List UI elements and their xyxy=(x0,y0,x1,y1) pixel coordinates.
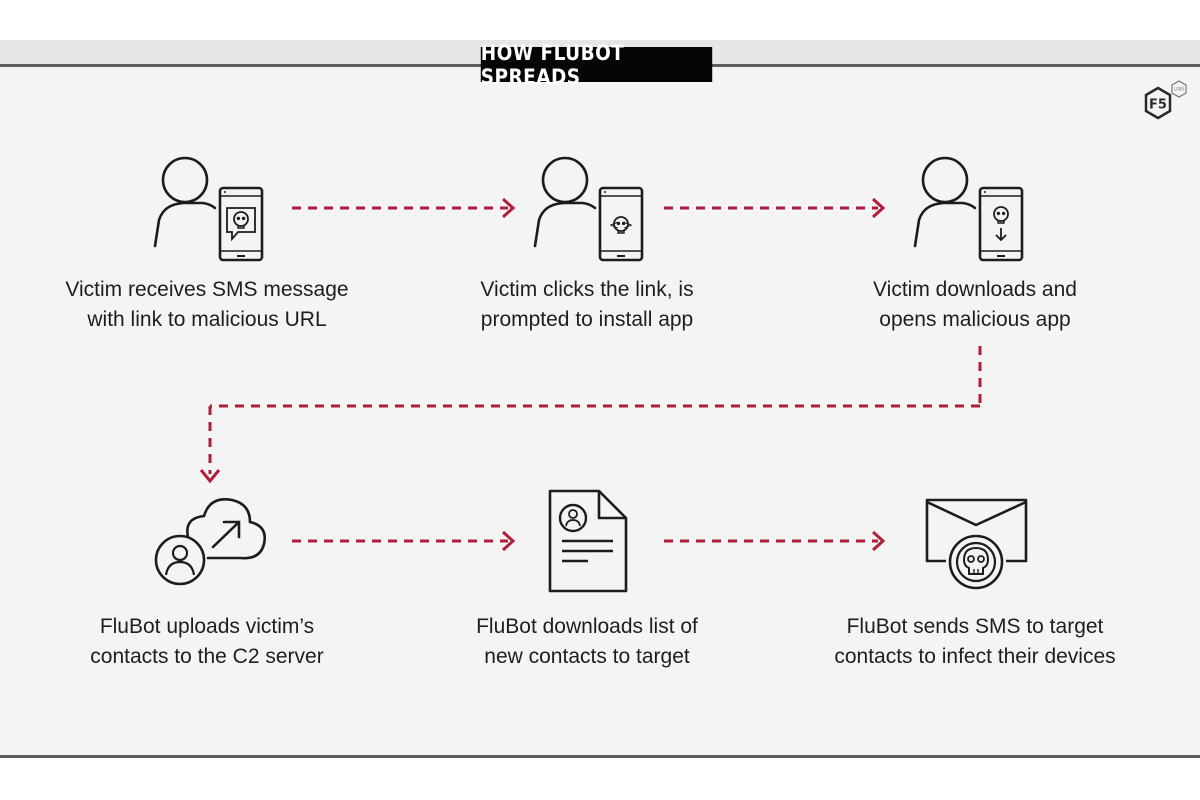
step-5-icon xyxy=(548,489,628,593)
arrowhead-down-icon xyxy=(199,469,221,484)
download-arrow-icon xyxy=(995,228,1007,242)
caption-line: new contacts to target xyxy=(484,645,690,668)
connector-2-to-3 xyxy=(664,197,886,219)
step-3-caption: Victim downloads and opens malicious app xyxy=(795,275,1155,335)
logo-hexagon xyxy=(1144,86,1172,120)
caption-line: prompted to install app xyxy=(480,308,694,331)
sms-bubble-icon xyxy=(226,207,256,242)
step-3-icon xyxy=(913,156,1024,262)
logo-small-hexagon xyxy=(1171,80,1187,98)
arrowhead-right-icon xyxy=(501,530,516,552)
envelope-icon xyxy=(925,498,1028,563)
contact-avatar-icon xyxy=(558,503,588,533)
step-1-icon xyxy=(153,156,264,262)
step-4-icon xyxy=(154,498,266,586)
step-2-icon: < > xyxy=(533,156,644,262)
caption-line: Victim receives SMS message xyxy=(65,278,349,301)
step-5-caption: FluBot downloads list of new contacts to… xyxy=(407,612,767,672)
step-4-caption: FluBot uploads victim’s contacts to the … xyxy=(27,612,387,672)
arrowhead-right-icon xyxy=(871,197,886,219)
cloud-icon xyxy=(186,498,266,560)
connector-3-to-4 xyxy=(199,346,982,484)
arrowhead-right-icon xyxy=(501,197,516,219)
caption-line: Victim downloads and xyxy=(873,278,1077,301)
caption-line: opens malicious app xyxy=(879,308,1071,331)
upload-arrow-icon xyxy=(211,520,241,549)
logo-text: F5 xyxy=(1149,98,1167,113)
caption-line: with link to malicious URL xyxy=(87,308,327,331)
step-2-caption: Victim clicks the link, is prompted to i… xyxy=(407,275,767,335)
caption-line: FluBot uploads victim’s xyxy=(99,615,315,638)
step-6-icon xyxy=(925,498,1028,590)
caption-line: FluBot downloads list of xyxy=(476,615,698,638)
caption-line: Victim clicks the link, is xyxy=(480,278,694,301)
caption-line: contacts to infect their devices xyxy=(834,645,1116,668)
diagram-panel xyxy=(0,64,1200,758)
diagram-title: HOW FLUBOT SPREADS xyxy=(480,41,713,89)
step-6-caption: FluBot sends SMS to target contacts to i… xyxy=(795,612,1155,672)
code-brackets-icon: < > xyxy=(609,218,633,232)
logo-subtext: LABS xyxy=(1174,87,1185,92)
caption-line: contacts to the C2 server xyxy=(90,645,324,668)
arrowhead-right-icon xyxy=(871,530,886,552)
caption-line: FluBot sends SMS to target xyxy=(846,615,1104,638)
connector-4-to-5 xyxy=(292,530,516,552)
f5-labs-logo: F5 LABS xyxy=(1144,80,1187,120)
connector-1-to-2 xyxy=(292,197,516,219)
connector-5-to-6 xyxy=(664,530,886,552)
document-icon xyxy=(548,489,628,593)
step-1-caption: Victim receives SMS message with link to… xyxy=(27,275,387,335)
